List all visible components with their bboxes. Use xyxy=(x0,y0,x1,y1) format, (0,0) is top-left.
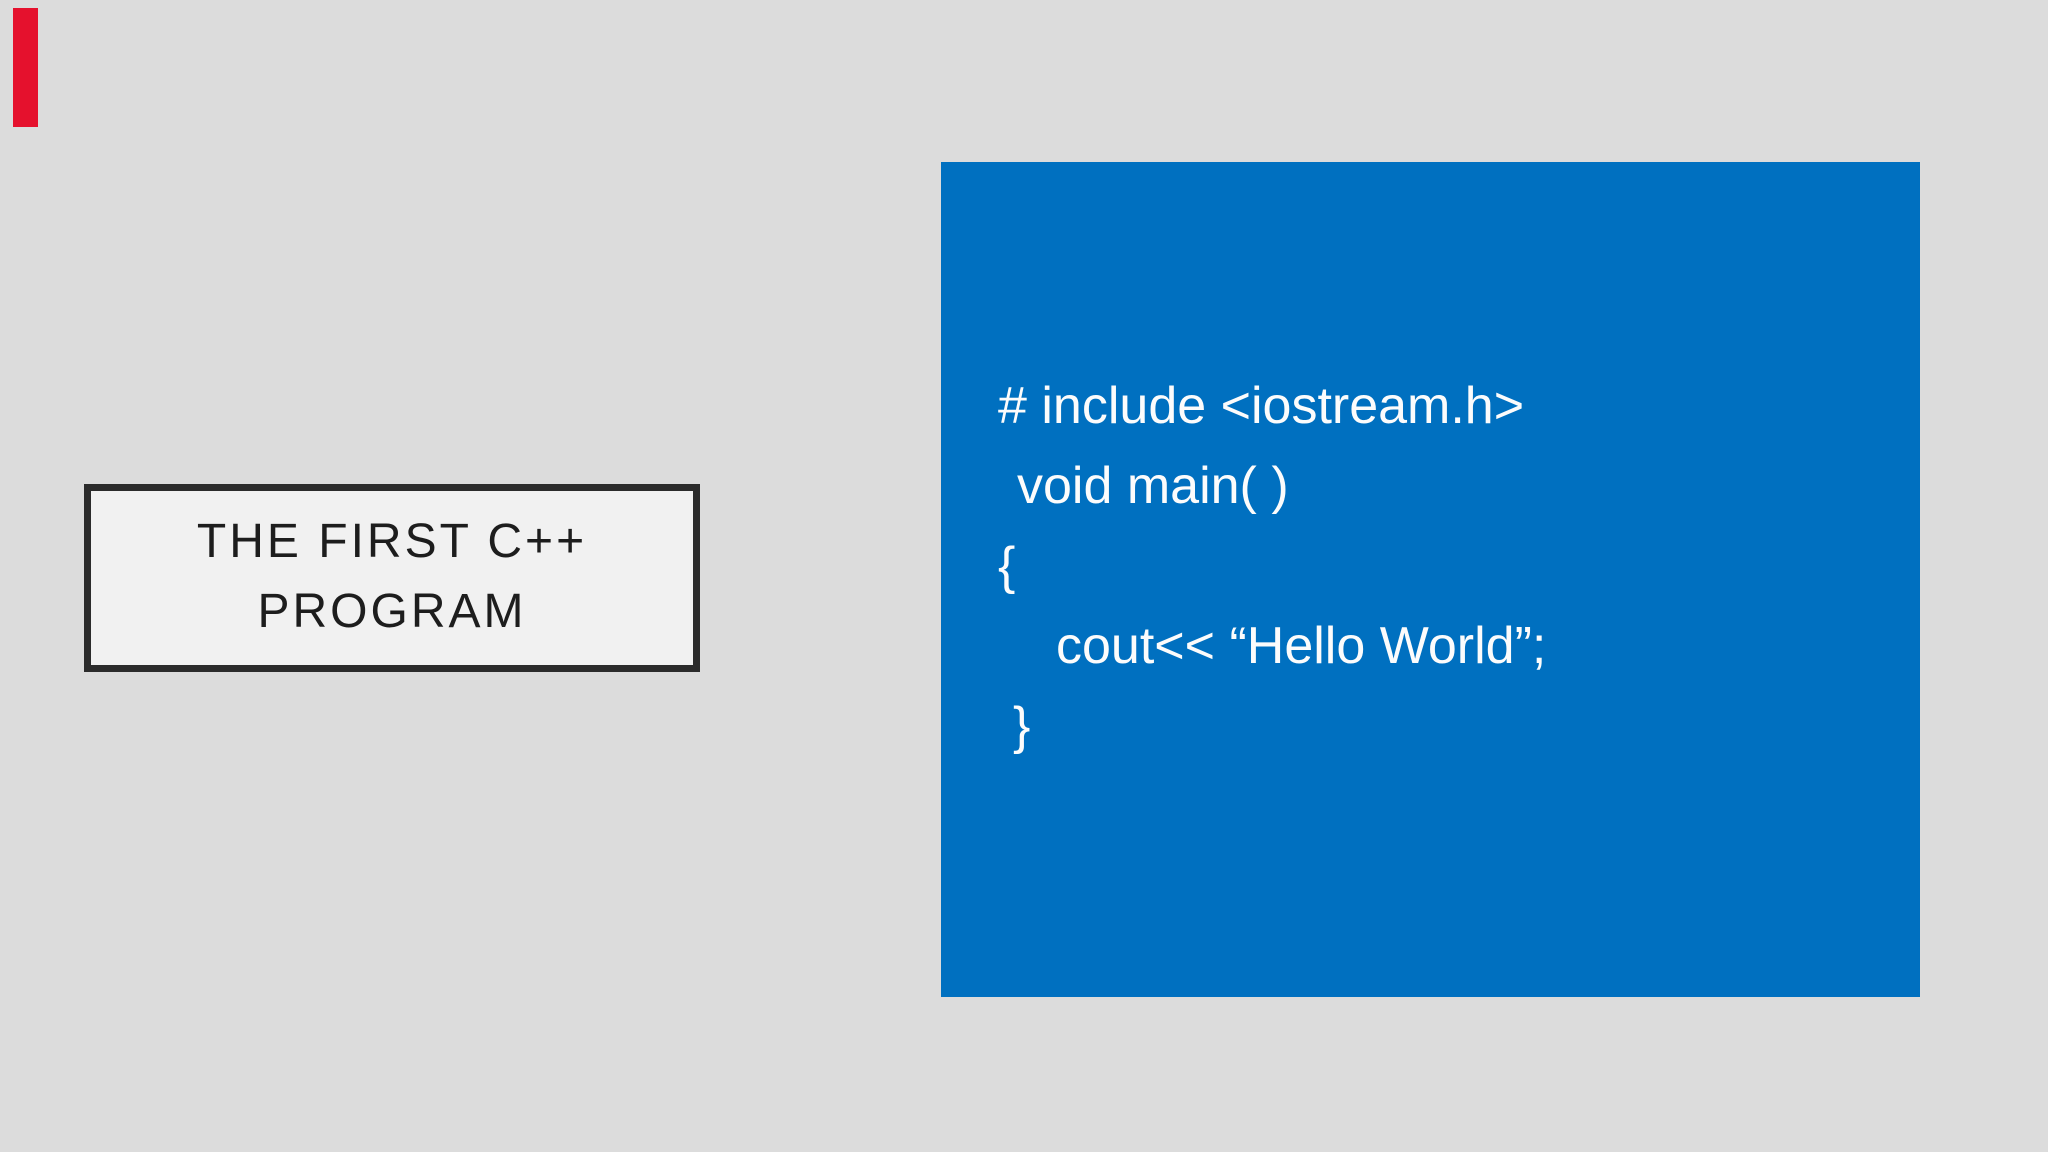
title-box: THE FIRST C++ PROGRAM xyxy=(84,484,700,672)
slide-title: THE FIRST C++ PROGRAM xyxy=(196,515,588,638)
code-block: # include <iostream.h> void main( ) { co… xyxy=(941,366,1920,766)
red-accent-bar xyxy=(13,8,38,127)
code-line-close-brace: } xyxy=(1013,697,1031,755)
code-line-open-brace: { xyxy=(998,537,1016,595)
code-panel: # include <iostream.h> void main( ) { co… xyxy=(941,162,1920,997)
code-line-cout: cout<< “Hello World”; xyxy=(1056,617,1547,675)
code-line-main: void main( ) xyxy=(1017,457,1289,515)
code-line-include: # include <iostream.h> xyxy=(998,377,1525,435)
